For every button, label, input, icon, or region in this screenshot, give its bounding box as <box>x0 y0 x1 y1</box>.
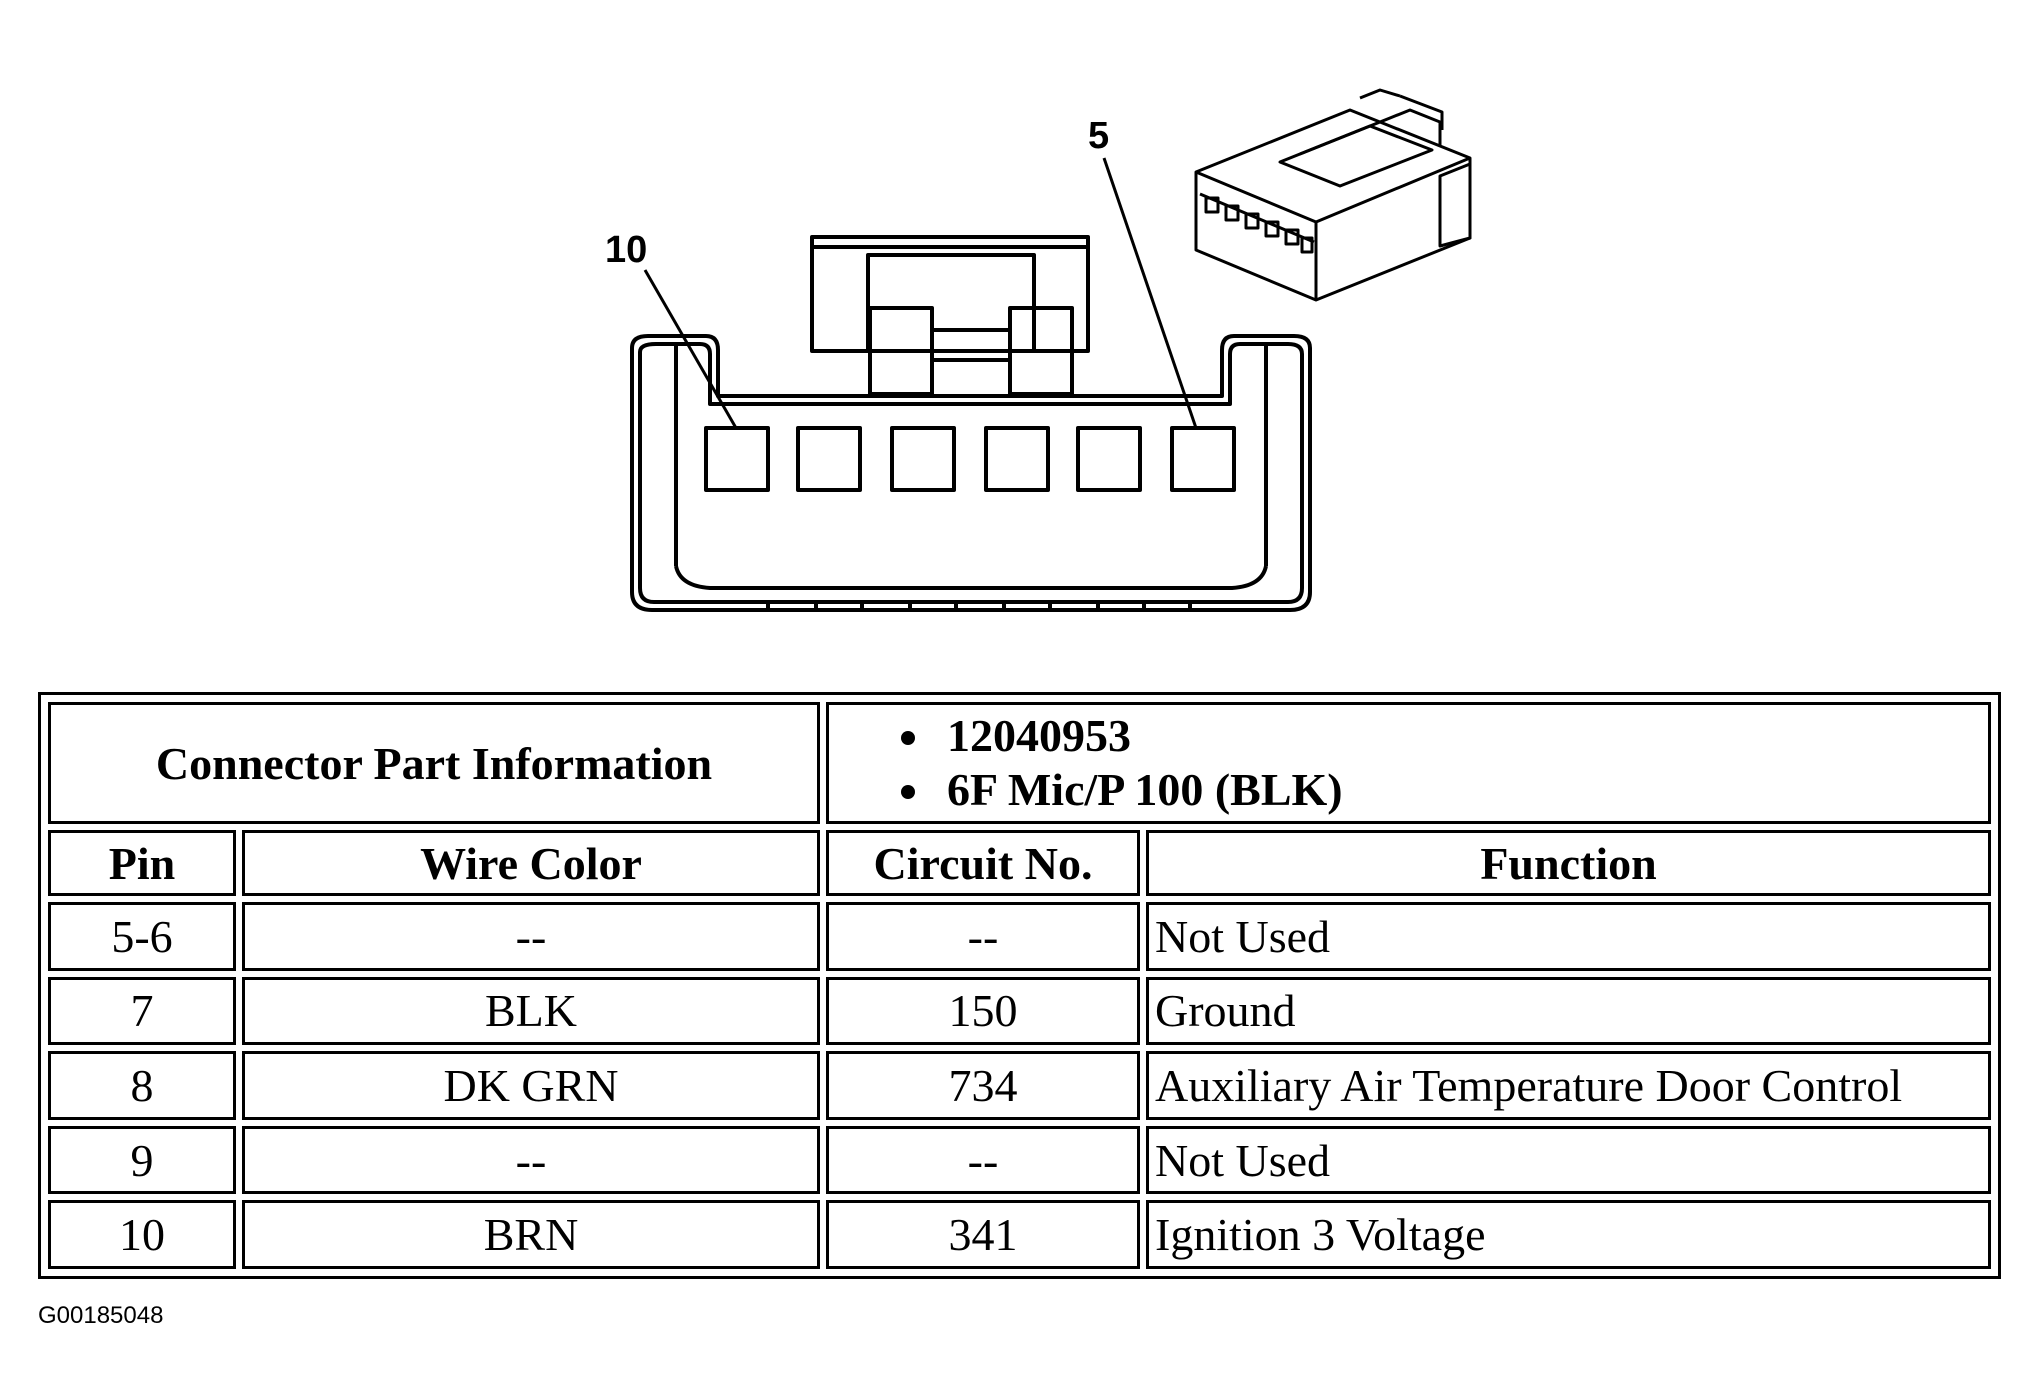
leader-line-left <box>643 269 738 429</box>
cell-wire-color: DK GRN <box>242 1051 820 1120</box>
part-info-cell: 12040953 6F Mic/P 100 (BLK) <box>826 702 1991 824</box>
callout-pin-5: 5 <box>1088 115 1109 157</box>
table-row: 8 DK GRN 734 Auxiliary Air Temperature D… <box>48 1051 1991 1120</box>
cell-function: Ground <box>1146 976 1991 1046</box>
cell-circuit-no: -- <box>826 902 1140 971</box>
connector-diagram: 10 5 <box>605 88 1472 612</box>
part-description: 6F Mic/P 100 (BLK) <box>935 763 1982 817</box>
callout-pin-10: 10 <box>605 229 647 271</box>
header-function: Function <box>1146 830 1991 896</box>
cell-wire-color: BRN <box>242 1200 820 1269</box>
cell-function: Ignition 3 Voltage <box>1146 1200 1991 1269</box>
cell-circuit-no: 150 <box>826 976 1140 1046</box>
header-pin: Pin <box>48 830 236 896</box>
image-code: G00185048 <box>38 1302 164 1329</box>
header-wire-color: Wire Color <box>242 830 820 896</box>
cell-pin: 7 <box>48 976 236 1046</box>
part-number: 12040953 <box>935 709 1982 763</box>
table-row: 5-6 -- -- Not Used <box>48 902 1991 971</box>
cell-wire-color: -- <box>242 1125 820 1195</box>
cell-circuit-no: -- <box>826 1125 1140 1195</box>
part-info-label: Connector Part Information <box>48 702 820 824</box>
cell-function: Not Used <box>1146 902 1991 971</box>
cell-pin: 8 <box>48 1051 236 1120</box>
cell-circuit-no: 341 <box>826 1200 1140 1269</box>
cell-function: Not Used <box>1146 1125 1991 1195</box>
connector-info-table: Connector Part Information 12040953 6F M… <box>38 692 2001 1279</box>
cell-circuit-no: 734 <box>826 1051 1140 1120</box>
cell-pin: 5-6 <box>48 902 236 971</box>
pin-cavities <box>704 426 1236 492</box>
header-circuit-no: Circuit No. <box>826 830 1140 896</box>
table-row: 7 BLK 150 Ground <box>48 976 1991 1046</box>
table-row: 10 BRN 341 Ignition 3 Voltage <box>48 1200 1991 1269</box>
connector-3d-view <box>1194 88 1472 302</box>
cell-wire-color: -- <box>242 902 820 971</box>
cell-pin: 9 <box>48 1125 236 1195</box>
connector-housing <box>630 334 1312 612</box>
connector-latch <box>810 235 1090 396</box>
cell-wire-color: BLK <box>242 976 820 1046</box>
leader-line-right <box>1102 157 1198 429</box>
cell-pin: 10 <box>48 1200 236 1269</box>
table-row: 9 -- -- Not Used <box>48 1125 1991 1195</box>
cell-function: Auxiliary Air Temperature Door Control <box>1146 1051 1991 1120</box>
